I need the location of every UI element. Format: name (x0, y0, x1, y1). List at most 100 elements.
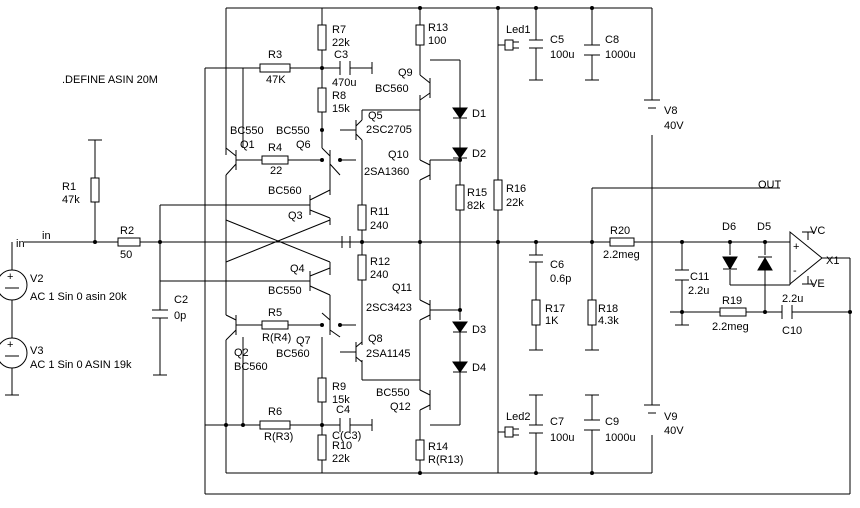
q12-part: BC550 (376, 387, 410, 399)
r19-value: 2.2meg (712, 321, 749, 333)
q12-symbol (419, 389, 431, 411)
r9-body (317, 377, 327, 403)
r11-value: 240 (370, 220, 388, 232)
r1-body (90, 177, 100, 203)
q4-symbol (309, 267, 331, 296)
c7-value: 100u (550, 432, 574, 444)
q10-part: 2SA1360 (364, 166, 409, 178)
r1-label: R1 (62, 181, 76, 193)
d3-symbol (452, 321, 468, 333)
q8-part: 2SA1145 (366, 348, 410, 360)
q7-label: Q7 (296, 335, 311, 347)
opamp-label: X1 (826, 255, 839, 267)
q11-label: Q11 (392, 282, 412, 294)
r16-body (493, 179, 503, 211)
svg-text:+: + (7, 271, 13, 283)
r15-body (455, 184, 465, 211)
v9-label: V9 (664, 411, 677, 423)
r13-label: R13 (428, 22, 448, 34)
c6-label: C6 (550, 259, 564, 271)
c2-value: 0p (174, 310, 186, 322)
r19-body (719, 307, 747, 317)
r1-value: 47k (62, 194, 80, 206)
input-net-label: in (16, 238, 25, 250)
ground-symbols (5, 62, 814, 431)
q1-label: Q1 (240, 139, 255, 151)
r13-body (415, 24, 425, 46)
r11-label: R11 (370, 206, 389, 218)
r18-label: R18 (598, 303, 618, 315)
c10-label: C10 (782, 325, 802, 337)
r7-label: R7 (332, 24, 346, 36)
c11-plates (675, 269, 689, 281)
r4-body (261, 155, 289, 165)
d2-symbol (452, 147, 468, 159)
d6-label: D6 (722, 221, 736, 233)
svg-text:+: + (7, 339, 13, 351)
q6-symbol (321, 147, 341, 176)
q9-label: Q9 (398, 67, 413, 79)
v8-symbol (644, 99, 660, 109)
c7-label: C7 (550, 416, 564, 428)
c4-plates (339, 418, 351, 432)
simulation-directive: .DEFINE ASIN 20M (62, 74, 158, 86)
r20-body (609, 237, 635, 247)
q12-label: Q12 (390, 401, 411, 413)
c9-plates (584, 419, 600, 431)
c3-plates (339, 61, 351, 75)
r8-value: 15k (332, 103, 350, 115)
d1-label: D1 (472, 108, 486, 120)
v2-spec: AC 1 Sin 0 asin 20k (30, 291, 127, 303)
c6-plates (529, 254, 543, 263)
v3-label: V3 (30, 345, 43, 357)
c2-label: C2 (174, 294, 188, 306)
led-symbols (504, 39, 519, 438)
c4-value: C(C3) (332, 430, 361, 442)
c11-label: C11 (690, 271, 709, 283)
r14-value: R(R13) (428, 454, 463, 466)
opamp-x1-symbol: + - (789, 230, 823, 286)
r5-value: R(R4) (262, 332, 291, 344)
q7-symbol (321, 312, 341, 338)
r6-body (259, 420, 291, 430)
opamp-ve-pin: VE (810, 278, 825, 290)
resistor-bodies (90, 24, 747, 461)
c2-plates (152, 309, 168, 319)
r17-body (531, 299, 541, 326)
r8-body (317, 87, 327, 113)
r19-label: R19 (722, 295, 742, 307)
v3-symbol (0, 337, 28, 369)
c8-label: C8 (605, 34, 619, 46)
c5-label: C5 (550, 34, 564, 46)
capacitor-plates (152, 39, 793, 434)
q8-symbol (355, 341, 363, 363)
q11-symbol (419, 299, 431, 321)
q2-part: BC560 (234, 361, 268, 373)
led1-label: Led1 (506, 24, 530, 36)
transistor-symbols (225, 74, 431, 411)
r9-value: 15k (332, 394, 350, 406)
r11-body (357, 204, 367, 231)
d3-label: D3 (472, 324, 486, 336)
r5-label: R5 (268, 307, 282, 319)
q9-symbol (419, 74, 431, 101)
misc-cap-plates (341, 236, 351, 248)
r3-label: R3 (268, 49, 282, 61)
q5-part: 2SC2705 (366, 124, 412, 136)
q7-part: BC560 (276, 348, 310, 360)
q5-label: Q5 (368, 110, 383, 122)
c9-label: C9 (605, 416, 619, 428)
r17-label: R17 (545, 303, 565, 315)
v3-spec: AC 1 Sin 0 ASIN 19k (30, 359, 132, 371)
junction-dots (93, 6, 852, 475)
r10-body (317, 434, 327, 461)
opamp-vc-pin: VC (810, 225, 825, 237)
wires (11, 7, 851, 495)
q2-symbol (225, 314, 237, 341)
d1-symbol (452, 107, 468, 119)
input-net-label-2: in (42, 230, 51, 242)
c8-plates (584, 44, 600, 56)
r3-body (259, 63, 291, 73)
r17-value: 1K (545, 315, 559, 327)
r2-value: 50 (120, 249, 132, 261)
